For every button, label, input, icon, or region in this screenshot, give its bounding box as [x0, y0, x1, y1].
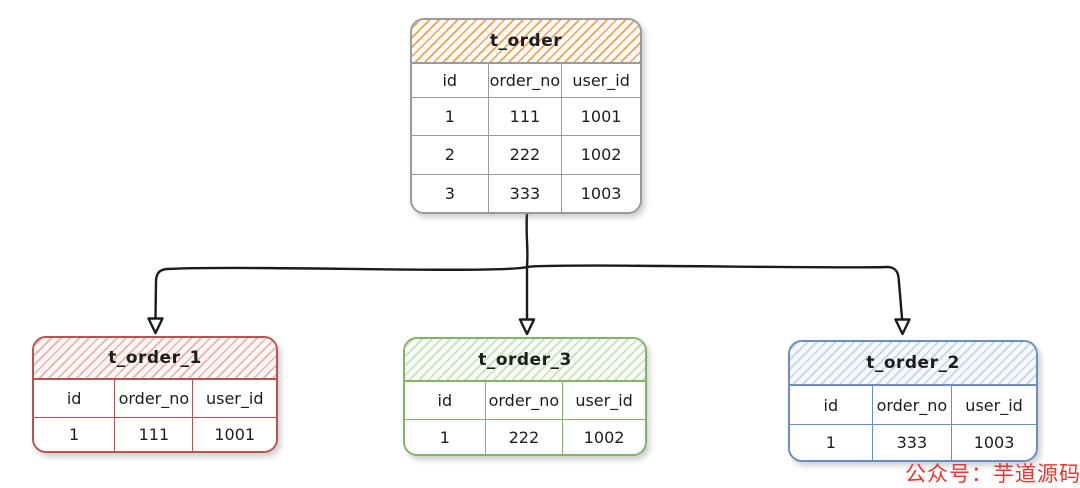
connector-stem — [525, 212, 529, 268]
column-header-id: id — [34, 380, 116, 417]
watermark: 公众号：芋道源码 — [905, 462, 1080, 486]
table-row: 3 333 1003 — [412, 174, 640, 212]
column-header-order-no: order_no — [873, 386, 953, 424]
table-header-row: id order_no user_id — [412, 64, 640, 98]
table-row: 1 333 1003 — [790, 425, 1036, 460]
cell-order-no: 222 — [489, 136, 563, 174]
column-header-order-no: order_no — [115, 380, 194, 417]
table-row: 1 222 1002 — [405, 420, 645, 454]
table-row: 1 111 1001 — [34, 418, 276, 451]
cell-user-id: 1001 — [214, 425, 256, 444]
arrowhead-left — [147, 317, 164, 335]
column-header-user-id: user_id — [205, 389, 264, 408]
column-header-order-no: order_no — [486, 382, 564, 419]
cell-id: 1 — [790, 425, 873, 460]
cell-id: 1 — [405, 420, 486, 454]
column-header-user-id: user_id — [965, 395, 1023, 415]
connector-branch-left — [154, 265, 529, 320]
cell-order-no: 333 — [489, 174, 563, 212]
table-t-order-1: t_order_1 id order_no user_id 1 111 1001 — [32, 336, 278, 453]
cell-user-id: 1001 — [580, 107, 622, 127]
table-title: t_order_2 — [790, 342, 1036, 386]
table-t-order: t_order id order_no user_id 1 111 1001 2… — [410, 18, 642, 214]
table-header-row: id order_no user_id — [790, 386, 1036, 425]
cell-user-id: 1003 — [580, 183, 622, 203]
column-header-id: id — [790, 386, 873, 424]
arrowhead-right — [894, 318, 911, 336]
cell-order-no: 111 — [115, 418, 194, 451]
column-header-id: id — [405, 382, 486, 419]
cell-id: 1 — [34, 418, 116, 451]
table-row: 1 111 1001 — [412, 98, 640, 137]
cell-order-no: 111 — [489, 98, 563, 136]
cell-order-no: 333 — [873, 425, 953, 460]
column-header-order-no: order_no — [489, 64, 563, 97]
cell-id: 2 — [412, 136, 489, 174]
table-t-order-2: t_order_2 id order_no user_id 1 333 1003 — [788, 340, 1038, 462]
connector-branch-right — [525, 264, 904, 320]
table-title: t_order_3 — [405, 339, 645, 382]
cell-id: 1 — [412, 98, 489, 136]
cell-order-no: 222 — [486, 420, 564, 454]
cell-id: 3 — [412, 174, 489, 212]
table-title: t_order_1 — [34, 338, 276, 380]
arrowhead-middle — [518, 318, 536, 336]
table-header-row: id order_no user_id — [34, 380, 276, 418]
table-header-row: id order_no user_id — [405, 382, 645, 420]
table-t-order-3: t_order_3 id order_no user_id 1 222 1002 — [403, 337, 647, 456]
table-row: 2 222 1002 — [412, 136, 640, 175]
column-header-user-id: user_id — [572, 71, 630, 90]
cell-user-id: 1002 — [580, 145, 622, 165]
cell-user-id: 1002 — [583, 427, 625, 447]
cell-user-id: 1003 — [973, 433, 1015, 452]
column-header-user-id: user_id — [575, 391, 633, 410]
column-header-id: id — [412, 64, 489, 97]
table-title: t_order — [412, 20, 640, 64]
